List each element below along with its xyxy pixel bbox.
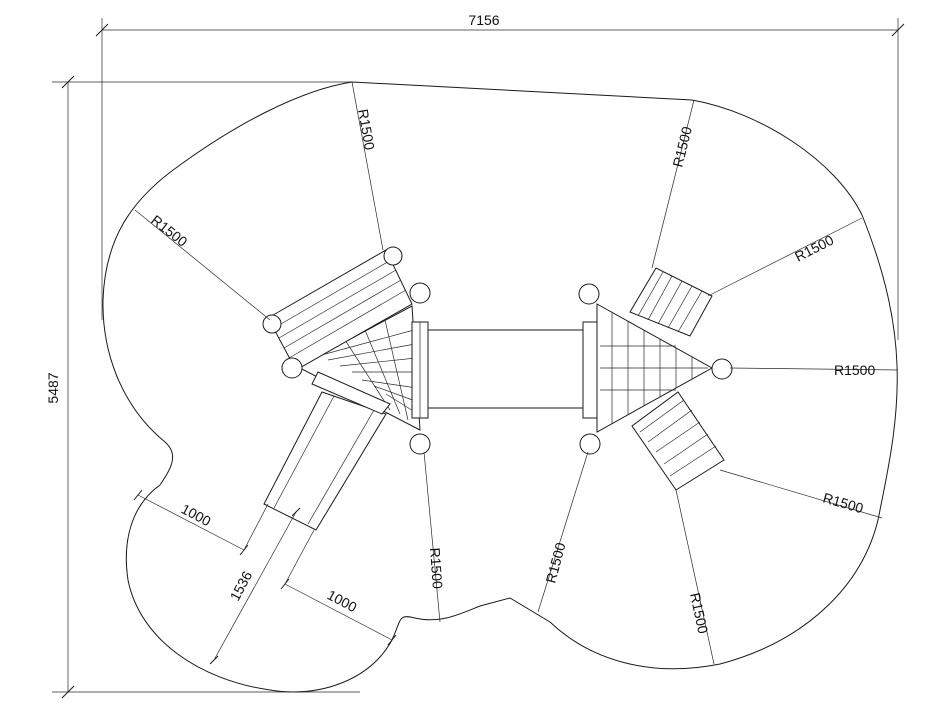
left-panel-boards xyxy=(273,259,407,359)
right-upper-ladder xyxy=(629,267,713,337)
left-post-cap-c xyxy=(409,282,431,304)
overall-width-dimension: 7156 xyxy=(95,12,905,340)
right-post-cap-c xyxy=(579,433,601,455)
clearance-label-2: 1000 xyxy=(325,587,360,616)
radius-leaders xyxy=(134,81,899,665)
left-post-cap-a xyxy=(262,314,282,334)
clearance-dimensions xyxy=(133,489,397,665)
left-climbing-panel xyxy=(267,249,413,371)
right-post-cap-a xyxy=(578,283,600,305)
slide-length-label: 1536 xyxy=(227,568,256,603)
radius-label-right-upper: R1500 xyxy=(792,232,836,265)
radius-label-top-right: R1500 xyxy=(669,125,695,169)
radius-label-left: R1500 xyxy=(148,212,191,250)
slide-entry xyxy=(311,371,391,415)
overall-height-dimension: 5487 xyxy=(45,75,360,699)
radius-label-top-left: R1500 xyxy=(355,108,378,152)
left-post-cap-d xyxy=(281,357,303,379)
overall-width-label: 7156 xyxy=(468,12,499,28)
right-tower xyxy=(578,267,733,491)
radius-label-bottom-mid-right: R1500 xyxy=(542,541,568,585)
right-platform-slats xyxy=(600,312,708,424)
overall-height-label: 5487 xyxy=(45,372,61,403)
radius-label-right-lower: R1500 xyxy=(821,490,865,517)
bridge-deck xyxy=(427,329,585,409)
left-post-cap-e xyxy=(409,433,431,455)
slide xyxy=(263,371,391,531)
radius-label-bottom-mid-left: R1500 xyxy=(427,547,446,589)
left-platform-slats xyxy=(317,319,419,421)
right-post-cap-b xyxy=(711,358,733,380)
bridge xyxy=(427,329,585,409)
radius-label-bottom-right: R1500 xyxy=(687,591,711,635)
left-tower xyxy=(262,246,431,455)
right-lower-ramp xyxy=(631,391,725,491)
right-rail-panel xyxy=(582,321,598,419)
radius-label-right-mid: R1500 xyxy=(834,362,875,378)
left-post-cap-b xyxy=(383,246,403,266)
safety-zone-outline xyxy=(102,81,898,693)
